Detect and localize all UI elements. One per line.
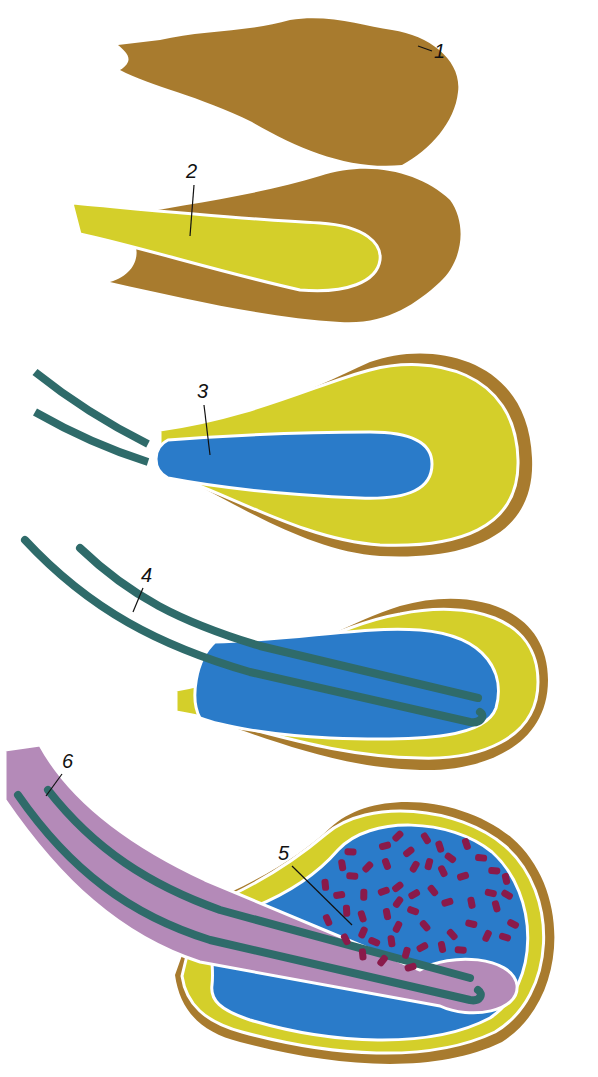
cell-dot: [401, 946, 411, 959]
cavity: [195, 629, 498, 739]
cell-dot: [404, 962, 417, 972]
cell-dot: [501, 872, 510, 885]
cell-dot: [424, 857, 434, 870]
cell-dot: [392, 920, 404, 934]
cell-dot: [391, 829, 404, 842]
leader-line: [292, 866, 352, 925]
leader-line: [46, 774, 62, 796]
epithelial-bud: [72, 203, 380, 291]
cell-dot: [437, 940, 446, 953]
cell-dot: [506, 918, 520, 930]
cell-dot: [391, 880, 405, 893]
cell-dot: [392, 895, 405, 909]
cell-dot: [467, 896, 476, 909]
cell-dot: [465, 919, 478, 929]
callout-number: 1: [434, 40, 445, 62]
leader-line: [204, 405, 210, 455]
cell-dot: [409, 860, 421, 874]
cell-dot: [321, 878, 329, 891]
cell-dot: [407, 888, 421, 900]
cell-dot: [488, 867, 500, 875]
cell-dot: [402, 845, 416, 858]
leader-line: [190, 185, 194, 236]
cell-dot: [357, 910, 367, 924]
cell-dot: [322, 913, 333, 927]
cell-dot: [500, 889, 514, 901]
cell-dot: [333, 891, 346, 900]
shaft-line: [25, 540, 482, 722]
cell-dot: [360, 889, 367, 901]
shaft-line: [35, 372, 148, 444]
cell-dot: [443, 851, 457, 864]
cell-dot: [377, 886, 391, 897]
cell-dot: [406, 905, 420, 916]
cell-dot: [498, 932, 512, 942]
cell-dot: [415, 941, 429, 953]
cell-dot: [367, 936, 381, 947]
callout-number: 2: [186, 160, 197, 182]
callout-number: 6: [62, 750, 73, 772]
cell-dot: [441, 897, 455, 907]
cell-dots: [321, 829, 520, 972]
callout-number: 5: [278, 842, 289, 864]
epithelial-layer: [176, 609, 538, 758]
cell-dot: [359, 948, 367, 961]
shaft-line: [35, 412, 148, 462]
cell-dot: [481, 929, 492, 943]
cell-dot: [378, 841, 391, 851]
cell-dot: [376, 954, 389, 968]
cell-dot: [381, 857, 392, 871]
cavity: [156, 432, 432, 498]
cell-dot: [454, 946, 467, 954]
cell-dot: [475, 854, 488, 862]
cell-dot: [426, 884, 439, 898]
leader-line: [418, 46, 432, 51]
cell-dot: [357, 926, 368, 940]
shaft-line: [48, 790, 470, 978]
cell-dot: [343, 905, 351, 917]
cell-dot: [346, 872, 359, 880]
cell-dot: [419, 919, 432, 933]
cell-dot: [437, 864, 449, 878]
shaft-line: [18, 795, 481, 1000]
cell-dot: [420, 831, 432, 845]
callout-number: 4: [141, 564, 152, 586]
cell-dot: [344, 848, 356, 855]
cell-dot: [340, 932, 352, 946]
cell-dot: [456, 871, 470, 881]
callout-number: 3: [197, 380, 208, 402]
cell-dot: [461, 837, 472, 851]
cell-dot: [484, 888, 497, 897]
cell-dot: [361, 860, 374, 874]
cell-dot: [491, 900, 501, 913]
shaft-line: [80, 548, 478, 698]
cell-dot: [446, 928, 459, 942]
cell-dot: [382, 908, 391, 921]
leader-line: [133, 588, 143, 612]
tissue-blob: [118, 18, 458, 165]
cell-dot: [435, 840, 445, 854]
cell-dot: [338, 859, 347, 872]
cell-dot: [387, 935, 396, 948]
papilla-band: [5, 745, 517, 1013]
